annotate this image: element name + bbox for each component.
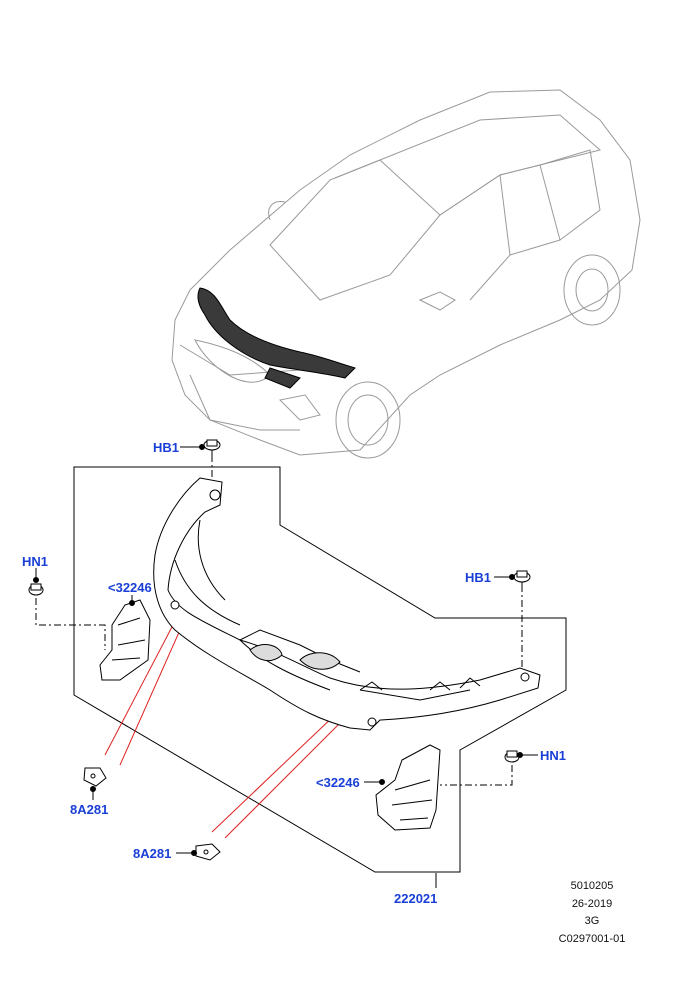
red-leaders xyxy=(104,624,346,839)
callout-hb1-right: HB1 xyxy=(465,570,491,585)
callout-leaders xyxy=(33,444,538,856)
bolt-hb1-right xyxy=(513,570,531,588)
callout-hb1-top: HB1 xyxy=(153,440,179,455)
vehicle-carrier-highlight xyxy=(197,287,356,389)
callout-bracket-left: <32246 xyxy=(108,580,152,595)
callout-bracket-right: <32246 xyxy=(316,775,360,790)
ref-line-2: 26-2019 xyxy=(571,898,613,910)
callout-hn1-left: HN1 xyxy=(22,554,48,569)
ref-line-3: 3G xyxy=(584,915,600,927)
bolt-hb1-top xyxy=(203,439,221,456)
ref-line-1: 5010205 xyxy=(570,880,614,892)
callout-clip-bottom: 8A281 xyxy=(133,846,171,861)
front-end-carrier xyxy=(153,477,541,731)
callout-carrier: 222021 xyxy=(394,891,437,906)
clip-8a281-left xyxy=(83,767,107,787)
clip-8a281-bottom xyxy=(195,843,221,861)
vehicle-illustration xyxy=(171,89,641,459)
nut-hn1-right xyxy=(504,750,520,763)
callout-hn1-right: HN1 xyxy=(540,748,566,763)
bracket-left xyxy=(99,599,151,681)
assembly-outline xyxy=(73,466,567,888)
nut-hn1-left xyxy=(28,583,44,596)
ref-line-4: C0297001-01 xyxy=(558,933,626,945)
bracket-right xyxy=(375,744,441,831)
callout-clip-left: 8A281 xyxy=(70,802,108,817)
dashed-leaders xyxy=(35,455,523,786)
